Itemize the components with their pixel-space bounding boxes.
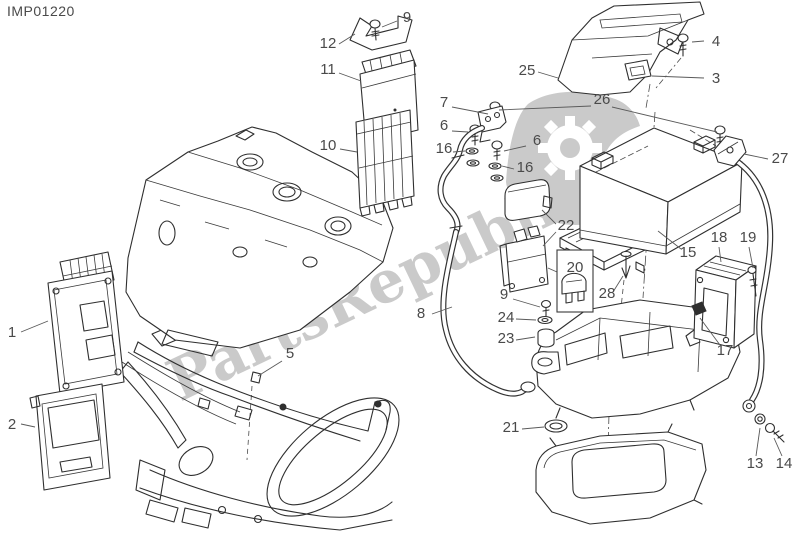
callout-18: 18 <box>711 229 728 246</box>
callout-28: 28 <box>599 285 616 302</box>
battery-drawing <box>579 127 743 255</box>
terminal-screw-right-drawing <box>714 125 726 149</box>
terminal-bracket-drawing <box>477 105 507 143</box>
ecu-drawing <box>47 251 125 395</box>
battery-cover-drawing <box>557 1 705 96</box>
ecu-bracket-drawing <box>29 383 111 491</box>
callout-15: 15 <box>680 244 697 261</box>
callout-10: 10 <box>320 137 337 154</box>
relay-cover-drawing <box>504 179 553 221</box>
callout-16b: 16 <box>517 159 534 176</box>
rubber-pad-drawing <box>624 59 652 81</box>
callout-1: 1 <box>8 324 16 341</box>
callout-17: 17 <box>717 342 734 359</box>
callout-25: 25 <box>519 62 536 79</box>
engine-head-cover-drawing <box>125 126 394 357</box>
battery-holder-drawing <box>531 299 741 433</box>
callout-labels: 1 2 3 4 5 6 6 7 8 9 9 10 11 12 13 14 15 … <box>8 9 793 472</box>
callout-6b: 6 <box>533 132 541 149</box>
fuse-box-callout <box>556 249 594 313</box>
callout-16a: 16 <box>436 140 453 157</box>
cover-screw-drawing <box>677 33 689 57</box>
battery-cable-drawing <box>437 125 536 397</box>
callout-23: 23 <box>498 330 515 347</box>
diagram-code: IMP01220 <box>7 3 75 19</box>
callout-22: 22 <box>558 217 575 234</box>
callout-13: 13 <box>747 455 764 472</box>
callout-21: 21 <box>503 419 520 436</box>
callout-9a: 9 <box>403 9 411 26</box>
callout-3: 3 <box>712 70 720 87</box>
solenoid-drawing <box>499 225 558 293</box>
callout-27: 27 <box>772 150 789 167</box>
callout-20: 20 <box>567 259 584 276</box>
holder-bottom-pan-drawing <box>535 423 707 525</box>
holder-fasteners-drawing <box>537 250 632 348</box>
callout-11: 11 <box>320 61 336 78</box>
regulator-drawing <box>685 255 758 349</box>
callout-6a: 6 <box>440 117 448 134</box>
callout-9b: 9 <box>500 286 508 303</box>
callout-14: 14 <box>776 455 793 472</box>
callout-26: 26 <box>594 91 611 108</box>
callout-4: 4 <box>712 33 720 50</box>
callout-8: 8 <box>417 305 425 322</box>
frame-drawing <box>119 317 400 531</box>
callout-7: 7 <box>440 94 448 111</box>
callout-19: 19 <box>740 229 757 246</box>
callout-24: 24 <box>498 309 515 326</box>
bracket-drawing <box>349 15 413 51</box>
fuse-drawing <box>561 272 587 304</box>
leader-lines <box>20 20 783 457</box>
callout-12: 12 <box>320 35 337 52</box>
connector-block-drawing <box>355 109 415 217</box>
callout-5: 5 <box>286 345 294 362</box>
positive-cable-drawing <box>713 135 785 443</box>
callout-2: 2 <box>8 416 16 433</box>
